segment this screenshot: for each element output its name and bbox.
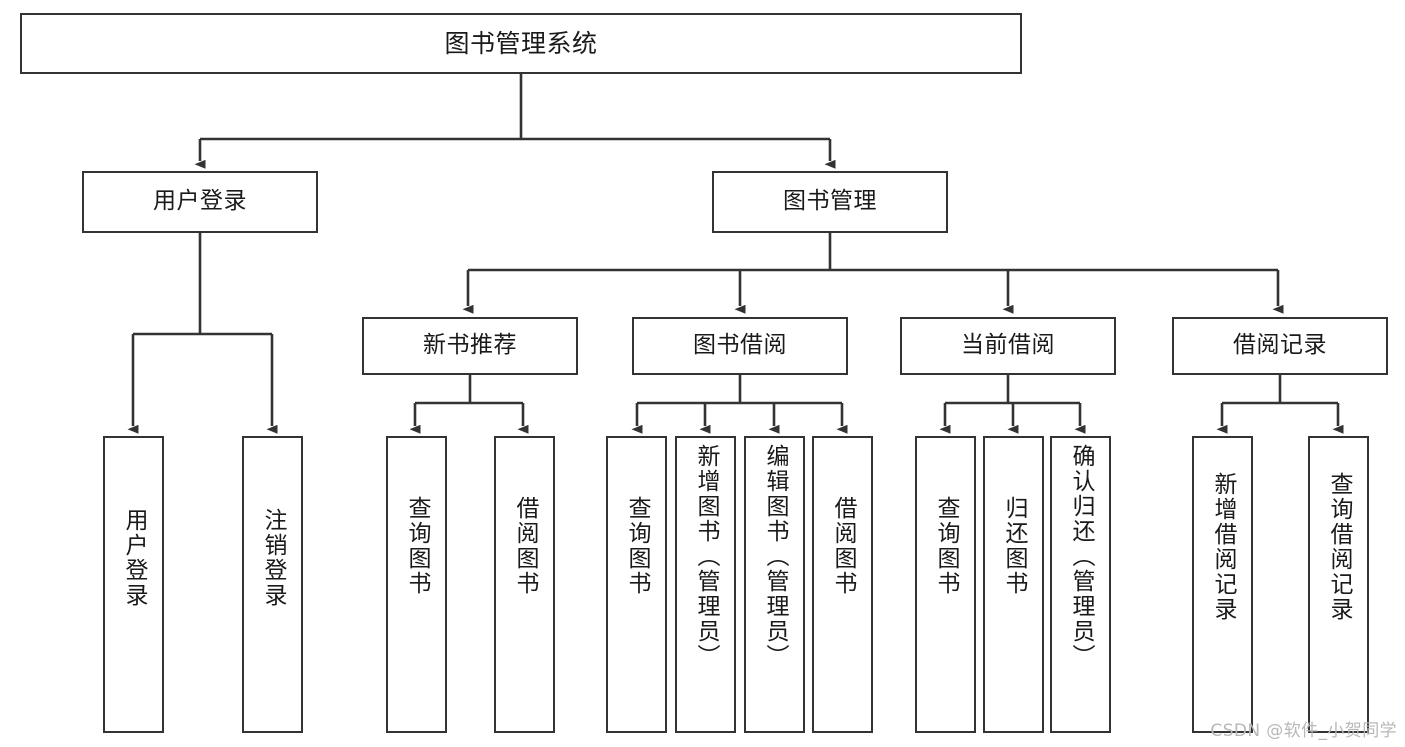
node-book-management[interactable]: 图书管理 [712, 171, 948, 233]
leaf-borrow-record-add-label: 新增借阅记录 [1210, 472, 1236, 622]
leaf-new-book-borrow-label: 借阅图书 [512, 496, 538, 596]
node-borrow-record[interactable]: 借阅记录 [1172, 317, 1388, 375]
leaf-book-borrow-borrow[interactable]: 借阅图书 [812, 436, 873, 733]
leaf-book-borrow-edit-label: 编辑图书（管理员） [762, 444, 788, 669]
leaf-current-borrow-confirm[interactable]: 确认归还（管理员） [1050, 436, 1111, 733]
node-new-book-recommend-label: 新书推荐 [423, 332, 517, 359]
leaf-current-borrow-query-label: 查询图书 [933, 496, 959, 596]
leaf-user-login-logout-label: 注销登录 [260, 508, 286, 608]
leaf-current-borrow-return[interactable]: 归还图书 [983, 436, 1044, 733]
node-user-login[interactable]: 用户登录 [82, 171, 318, 233]
watermark: CSDN @软件_小贺同学 [1210, 721, 1397, 741]
leaf-book-borrow-add-label: 新增图书（管理员） [693, 444, 719, 669]
leaf-book-borrow-add[interactable]: 新增图书（管理员） [675, 436, 736, 733]
node-current-borrow-label: 当前借阅 [961, 332, 1055, 359]
leaf-current-borrow-confirm-label: 确认归还（管理员） [1068, 444, 1094, 669]
node-book-borrow-label: 图书借阅 [693, 332, 787, 359]
leaf-user-login-login-label: 用户登录 [121, 508, 147, 608]
node-root-label: 图书管理系统 [444, 28, 598, 58]
leaf-borrow-record-query-label: 查询借阅记录 [1326, 472, 1352, 622]
leaf-borrow-record-query[interactable]: 查询借阅记录 [1308, 436, 1369, 733]
leaf-user-login-logout[interactable]: 注销登录 [242, 436, 303, 733]
leaf-user-login-login[interactable]: 用户登录 [103, 436, 164, 733]
leaf-new-book-borrow[interactable]: 借阅图书 [494, 436, 555, 733]
leaf-new-book-query-label: 查询图书 [404, 496, 430, 596]
node-new-book-recommend[interactable]: 新书推荐 [362, 317, 578, 375]
leaf-new-book-query[interactable]: 查询图书 [386, 436, 447, 733]
node-book-borrow[interactable]: 图书借阅 [632, 317, 848, 375]
node-borrow-record-label: 借阅记录 [1233, 332, 1327, 359]
node-root[interactable]: 图书管理系统 [20, 13, 1022, 74]
leaf-book-borrow-query[interactable]: 查询图书 [606, 436, 667, 733]
leaf-book-borrow-edit[interactable]: 编辑图书（管理员） [744, 436, 805, 733]
leaf-current-borrow-return-label: 归还图书 [1001, 496, 1027, 596]
leaf-current-borrow-query[interactable]: 查询图书 [915, 436, 976, 733]
node-current-borrow[interactable]: 当前借阅 [900, 317, 1116, 375]
leaf-borrow-record-add[interactable]: 新增借阅记录 [1192, 436, 1253, 733]
node-user-login-label: 用户登录 [153, 188, 247, 215]
leaf-book-borrow-borrow-label: 借阅图书 [830, 496, 856, 596]
leaf-book-borrow-query-label: 查询图书 [624, 496, 650, 596]
node-book-management-label: 图书管理 [783, 188, 877, 215]
